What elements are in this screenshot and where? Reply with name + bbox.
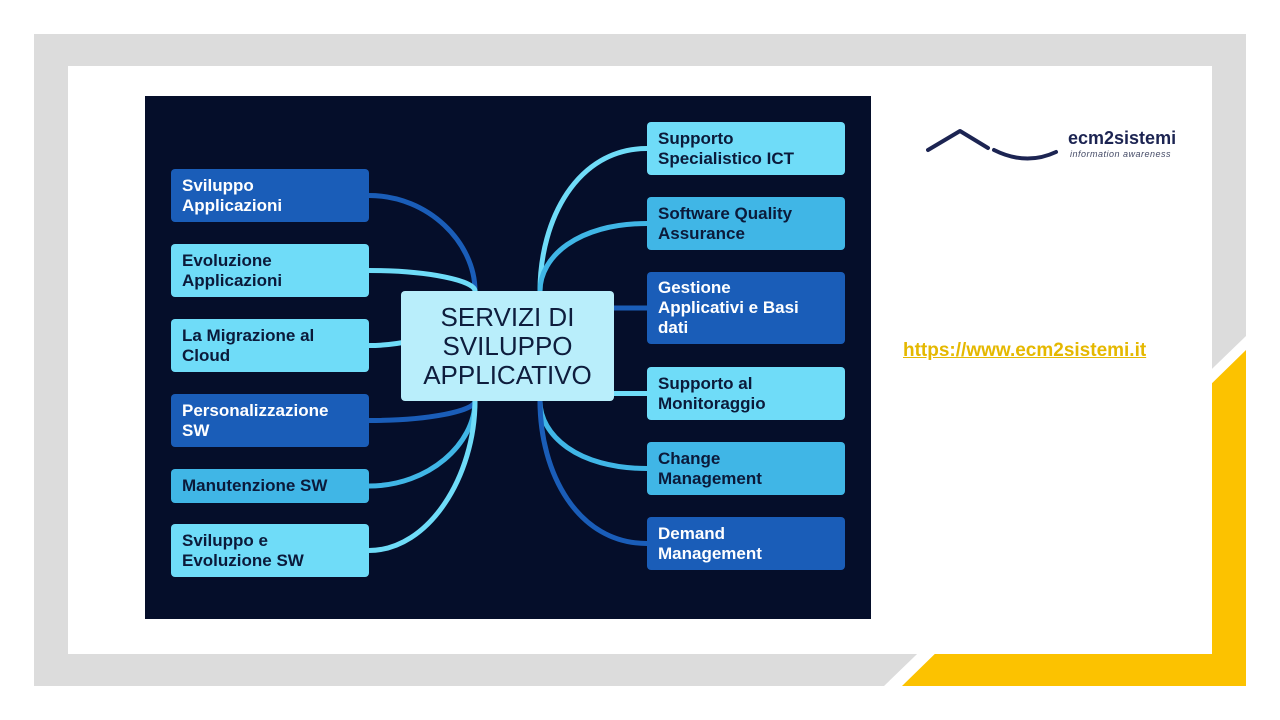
left-node-5: Sviluppo e Evoluzione SW — [171, 524, 369, 577]
ecm2sistemi-logo-mark — [926, 129, 1058, 161]
right-node-2: Gestione Applicativi e Basi dati — [647, 272, 845, 344]
left-node-4: Manutenzione SW — [171, 469, 369, 503]
left-node-0: Sviluppo Applicazioni — [171, 169, 369, 222]
left-connector-1 — [366, 268, 478, 294]
logo-tagline: information awareness — [1070, 149, 1172, 159]
mindmap-image: Sviluppo Applicazioni Evoluzione Applica… — [145, 96, 871, 619]
right-node-5: Demand Management — [647, 517, 845, 570]
left-node-2: La Migrazione al Cloud — [171, 319, 369, 372]
right-connector-5 — [537, 398, 650, 546]
left-connector-5 — [366, 398, 478, 553]
center-node: SERVIZI DI SVILUPPO APPLICATIVO — [401, 291, 614, 401]
left-node-1: Evoluzione Applicazioni — [171, 244, 369, 297]
right-connector-0 — [537, 146, 650, 294]
logo-name: ecm2sistemi — [1068, 128, 1177, 148]
right-connector-4 — [537, 398, 650, 471]
right-connector-1 — [537, 221, 650, 294]
left-node-3: Personalizzazione SW — [171, 394, 369, 447]
left-connector-0 — [366, 193, 478, 294]
right-node-3: Supporto al Monitoraggio — [647, 367, 845, 420]
website-link[interactable]: https://www.ecm2sistemi.it — [903, 340, 1147, 361]
right-node-0: Supporto Specialistico ICT — [647, 122, 845, 175]
right-node-1: Software Quality Assurance — [647, 197, 845, 250]
right-node-4: Change Management — [647, 442, 845, 495]
left-connector-3 — [366, 398, 478, 423]
